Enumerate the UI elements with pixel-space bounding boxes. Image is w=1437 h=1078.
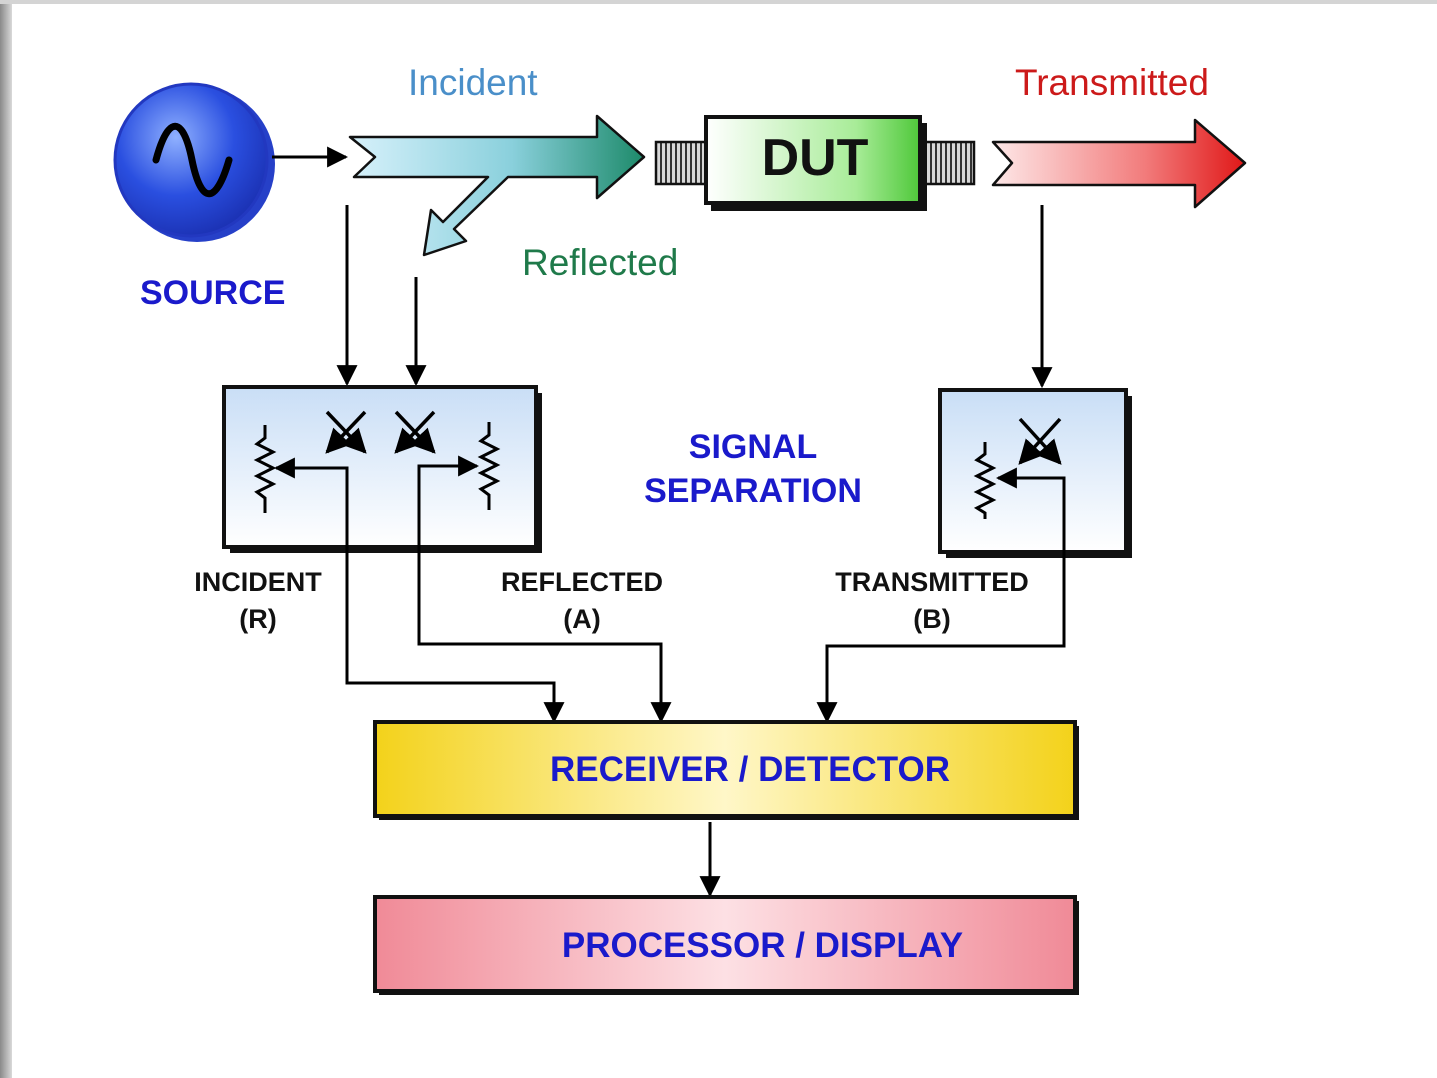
processor-display-box xyxy=(373,895,1079,995)
signal-separation-line1: SIGNAL xyxy=(688,428,818,466)
port-incident-label: INCIDENT (R) xyxy=(168,564,348,638)
source-sine-wave-icon xyxy=(113,82,275,242)
transmitted-wave-arrow xyxy=(991,118,1247,209)
signal-separation-line2: SEPARATION xyxy=(644,472,862,510)
port-reflected-label: REFLECTED (A) xyxy=(482,564,682,638)
directional-coupler-icon xyxy=(1018,417,1062,465)
window-top-edge xyxy=(0,0,1437,4)
transmitted-label: Transmitted xyxy=(1015,62,1209,103)
dut-block xyxy=(654,115,976,211)
port-transmitted-line2: (B) xyxy=(913,604,951,634)
route-reflected-a xyxy=(417,455,672,724)
port-transmitted-line1: TRANSMITTED xyxy=(835,567,1029,597)
dut-label: DUT xyxy=(761,129,869,187)
port-reflected-line1: REFLECTED xyxy=(501,567,663,597)
route-transmitted-b xyxy=(816,467,1066,724)
directional-coupler-icon xyxy=(325,410,367,454)
incident-wave-arrow xyxy=(348,114,646,257)
resistor-icon xyxy=(253,425,277,513)
processor-label: PROCESSOR / DISPLAY xyxy=(561,926,964,965)
receiver-detector-box xyxy=(373,720,1079,820)
incident-label: Incident xyxy=(408,62,538,103)
reflected-label: Reflected xyxy=(522,242,679,283)
directional-coupler-icon xyxy=(394,410,436,454)
source-label: SOURCE xyxy=(140,274,286,312)
window-left-edge xyxy=(0,0,12,1078)
port-incident-line1: INCIDENT xyxy=(194,567,322,597)
port-transmitted-label: TRANSMITTED (B) xyxy=(822,564,1042,638)
port-reflected-line2: (A) xyxy=(563,604,601,634)
signal-separation-box-right xyxy=(938,388,1132,558)
receiver-label: RECEIVER / DETECTOR xyxy=(550,750,950,789)
signal-separation-label: SIGNAL SEPARATION xyxy=(640,425,866,513)
port-incident-line2: (R) xyxy=(239,604,277,634)
